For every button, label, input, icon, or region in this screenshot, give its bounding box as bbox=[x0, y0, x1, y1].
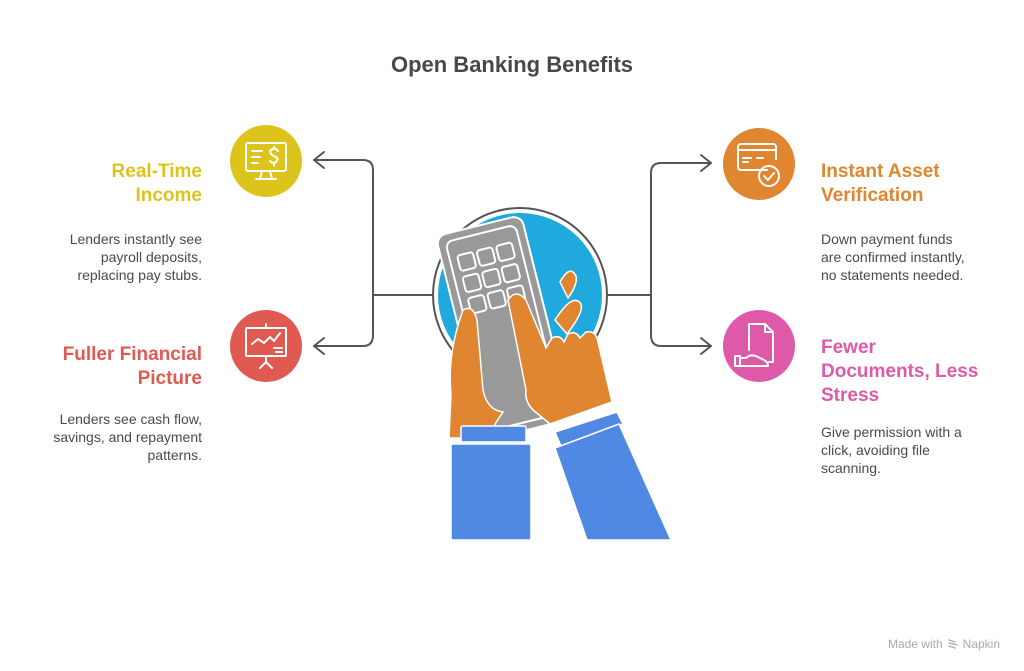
fewer-documents-icon-circle bbox=[723, 310, 795, 382]
page-title: Open Banking Benefits bbox=[390, 52, 634, 77]
presentation-chart-icon bbox=[245, 323, 287, 369]
document-hand-icon bbox=[734, 323, 774, 367]
instant-asset-verification-heading: Instant Asset Verification bbox=[821, 161, 940, 206]
arrowhead-fuller-picture bbox=[313, 337, 325, 355]
hands-calculator-icon bbox=[432, 207, 673, 541]
fewer-documents-description: Give permission with a click, avoiding f… bbox=[821, 424, 962, 476]
real-time-income-icon-circle bbox=[230, 125, 302, 197]
fuller-financial-picture-description: Lenders see cash flow, savings, and repa… bbox=[53, 411, 202, 463]
monitor-dollar-icon bbox=[245, 142, 287, 180]
napkin-brand: Napkin bbox=[962, 637, 1000, 651]
real-time-income-heading: Real-Time Income bbox=[111, 161, 202, 206]
arrowhead-fewer-documents bbox=[700, 337, 712, 355]
napkin-logo-icon bbox=[947, 639, 958, 649]
made-with-napkin: Made with Napkin bbox=[888, 637, 1000, 651]
fuller-financial-picture-icon-circle bbox=[230, 310, 302, 382]
made-with-label: Made with bbox=[887, 637, 943, 651]
arrowhead-asset-verification bbox=[700, 154, 712, 172]
card-check-icon bbox=[737, 143, 780, 187]
fuller-financial-picture-heading: Fuller Financial Picture bbox=[62, 344, 202, 389]
instant-asset-verification-icon-circle bbox=[723, 128, 795, 200]
fewer-documents-heading: Fewer Documents, Less Stress bbox=[821, 337, 979, 406]
arrowhead-real-time-income bbox=[313, 151, 325, 169]
connector-left bbox=[313, 159, 433, 347]
real-time-income-description: Lenders instantly see payroll deposits, … bbox=[69, 231, 202, 283]
connector-right bbox=[607, 162, 712, 347]
instant-asset-verification-description: Down payment funds are confirmed instant… bbox=[821, 231, 965, 283]
